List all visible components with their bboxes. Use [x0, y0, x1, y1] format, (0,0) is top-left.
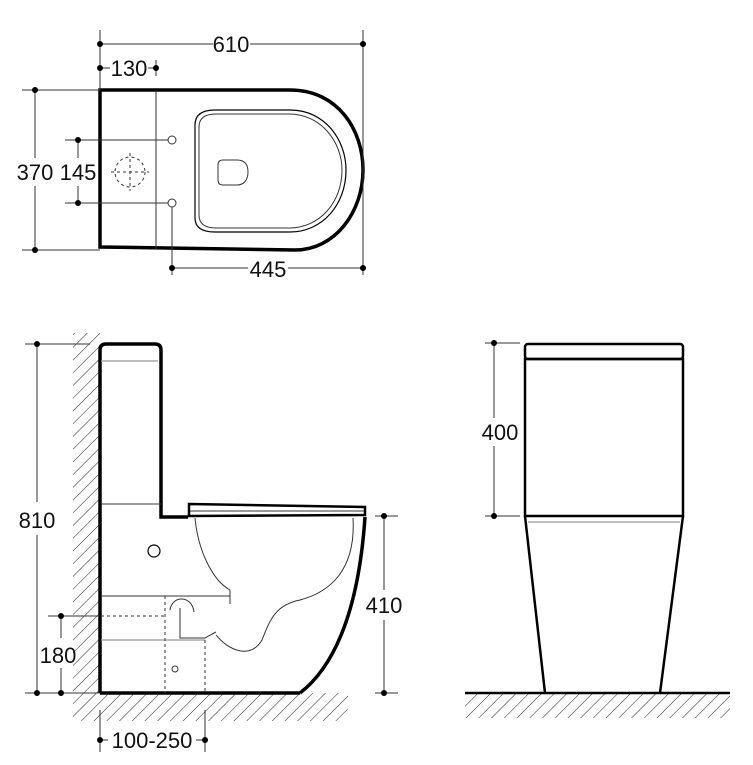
tank-lid: [523, 342, 685, 361]
dimension-hole-to-front: 445: [169, 207, 366, 282]
dim-label-130: 130: [111, 56, 148, 81]
dim-label-100-250: 100-250: [112, 728, 193, 753]
front-view: 400: [465, 340, 730, 718]
side-view: 810 180 410 100-250: [19, 333, 403, 753]
dimension-tank-depth: 130: [97, 56, 159, 81]
dim-label-445: 445: [250, 257, 287, 282]
dim-label-410: 410: [366, 593, 403, 618]
tank-body: [523, 357, 685, 518]
seat-outline: [194, 109, 347, 233]
dim-label-145: 145: [60, 160, 97, 185]
dimension-hole-spacing: 145: [60, 137, 168, 206]
bowl-body: [523, 515, 685, 694]
side-hole-icon: [147, 544, 161, 558]
side-outline: [98, 342, 367, 695]
seat-lid: [187, 502, 367, 518]
waste-outlet-icon: [114, 156, 146, 188]
dimension-overall-length: 610: [97, 30, 366, 275]
floor-hatching: [73, 693, 348, 721]
dimension-tank-height: 400: [482, 340, 520, 519]
dim-label-400: 400: [482, 420, 519, 445]
dimension-outlet-height: 180: [40, 613, 95, 696]
fixing-hole-icon: [167, 198, 177, 208]
seat-inner-outline: [198, 113, 343, 229]
dimension-outlet-distance: 100-250: [97, 710, 208, 753]
wall-hatching: [73, 333, 100, 693]
dim-label-610: 610: [213, 32, 250, 57]
dim-label-810: 810: [19, 508, 56, 533]
side-hole-icon: [171, 665, 179, 673]
fixing-hole-icon: [167, 135, 177, 145]
dim-label-180: 180: [40, 643, 77, 668]
dimension-overall-width: 370: [17, 87, 100, 253]
dim-label-370: 370: [17, 160, 54, 185]
dimension-seat-height: 410: [366, 513, 403, 696]
floor-hatching: [465, 693, 730, 718]
bowl-inner: [194, 517, 354, 652]
top-view: 610 130 370 145: [17, 30, 366, 282]
seat-handle: [217, 159, 249, 186]
